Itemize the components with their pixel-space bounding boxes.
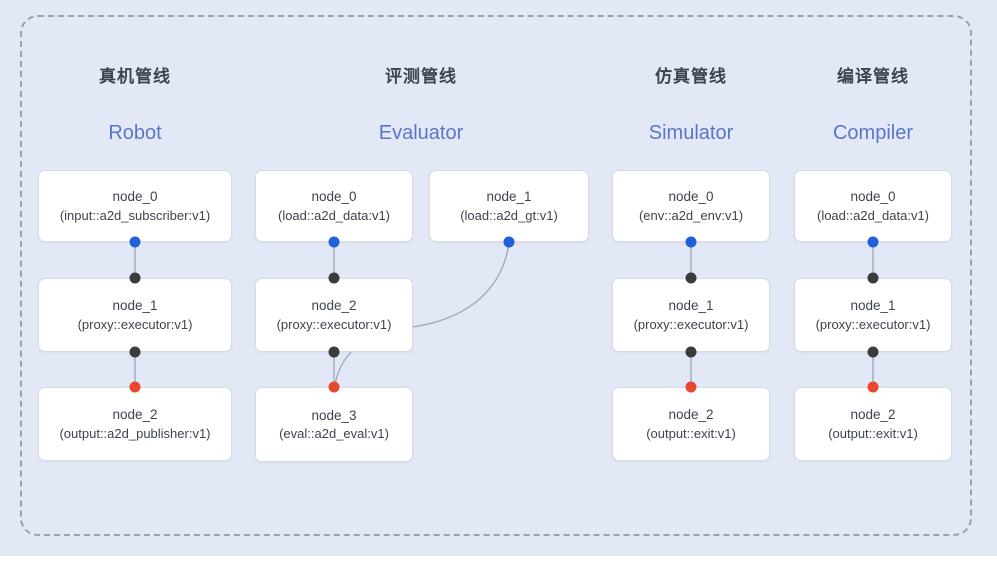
node-name: node_0 [112,189,158,205]
node-name: node_0 [850,189,896,205]
node-box-evaluator-node-1[interactable]: node_1 (load::a2d_gt:v1) [429,170,589,242]
node-detail: (proxy::executor:v1) [815,316,931,332]
node-name: node_3 [311,407,357,423]
node-box-robot-node-0[interactable]: node_0 (input::a2d_subscriber:v1) [38,170,232,242]
node-box-evaluator-node-2[interactable]: node_2 (proxy::executor:v1) [255,278,413,352]
node-detail: (proxy::executor:v1) [633,316,749,332]
pipeline-title-en-compiler: Compiler [832,122,914,144]
diagram-frame [20,15,972,536]
pipeline-title-zh-compiler: 编译管线 [837,67,909,86]
pipeline-title-en-evaluator: Evaluator [378,122,464,144]
node-box-simulator-node-1[interactable]: node_1 (proxy::executor:v1) [612,278,770,352]
node-detail: (output::a2d_publisher:v1) [59,425,211,441]
node-box-evaluator-node-0[interactable]: node_0 (load::a2d_data:v1) [255,170,413,242]
bottom-strip [0,556,997,563]
node-detail: (input::a2d_subscriber:v1) [59,207,211,223]
node-detail: (load::a2d_gt:v1) [460,207,558,223]
node-name: node_1 [668,298,714,314]
pipeline-title-zh-robot: 真机管线 [99,67,171,86]
node-box-robot-node-1[interactable]: node_1 (proxy::executor:v1) [38,278,232,352]
pipeline-title-en-simulator: Simulator [648,122,734,144]
node-detail: (load::a2d_data:v1) [816,207,930,223]
node-name: node_2 [850,407,896,423]
node-name: node_1 [850,298,896,314]
node-name: node_1 [112,298,158,314]
node-detail: (proxy::executor:v1) [77,316,193,332]
pipeline-title-en-robot: Robot [108,122,162,144]
node-detail: (output::exit:v1) [828,425,918,441]
node-name: node_2 [668,407,714,423]
node-detail: (output::exit:v1) [646,425,736,441]
node-name: node_2 [311,298,357,314]
node-name: node_0 [311,189,357,205]
node-detail: (proxy::executor:v1) [276,316,392,332]
pipeline-title-zh-simulator: 仿真管线 [655,67,727,86]
node-box-compiler-node-0[interactable]: node_0 (load::a2d_data:v1) [794,170,952,242]
node-box-simulator-node-0[interactable]: node_0 (env::a2d_env:v1) [612,170,770,242]
node-detail: (eval::a2d_eval:v1) [279,426,389,442]
node-box-compiler-node-2[interactable]: node_2 (output::exit:v1) [794,387,952,461]
node-box-simulator-node-2[interactable]: node_2 (output::exit:v1) [612,387,770,461]
node-detail: (load::a2d_data:v1) [277,207,391,223]
node-box-evaluator-node-3[interactable]: node_3 (eval::a2d_eval:v1) [255,387,413,462]
node-box-robot-node-2[interactable]: node_2 (output::a2d_publisher:v1) [38,387,232,461]
node-name: node_2 [112,407,158,423]
node-box-compiler-node-1[interactable]: node_1 (proxy::executor:v1) [794,278,952,352]
pipeline-title-zh-evaluator: 评测管线 [385,67,457,86]
node-name: node_1 [486,189,532,205]
node-name: node_0 [668,189,714,205]
node-detail: (env::a2d_env:v1) [638,207,744,223]
